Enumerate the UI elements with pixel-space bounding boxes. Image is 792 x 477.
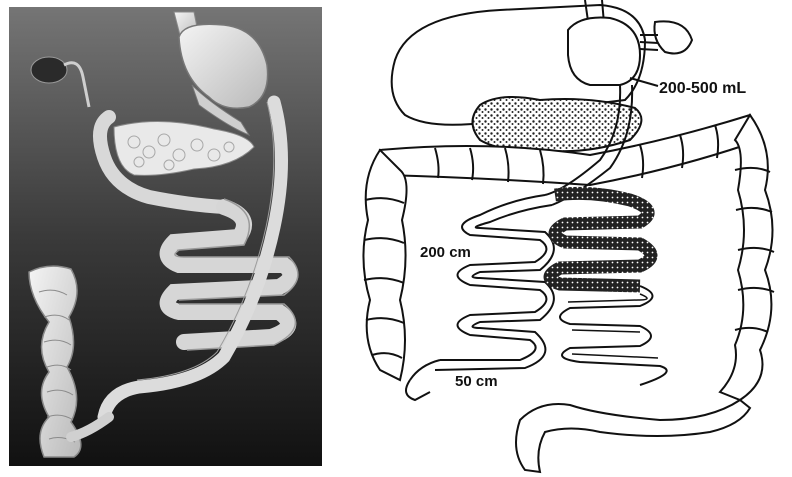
ascending-colon	[363, 150, 406, 380]
shaded-anatomy-illustration	[9, 7, 322, 466]
biliopancreatic-limb	[550, 193, 651, 286]
shaded-anatomy-svg	[9, 7, 322, 466]
stomach-pouch-line	[568, 18, 640, 86]
line-drawing-svg	[340, 0, 792, 477]
lower-length-label: 50 cm	[455, 373, 498, 390]
descending-colon	[720, 115, 773, 400]
line-drawing-anatomy: 200-500 mL 200 cm 50 cm	[340, 0, 792, 477]
sigmoid-rectum	[516, 400, 750, 472]
upper-length-label: 200 cm	[420, 244, 471, 261]
gallbladder	[31, 57, 67, 83]
spleen	[654, 21, 692, 53]
cecum	[406, 380, 430, 400]
volume-label: 200-500 mL	[659, 80, 746, 98]
